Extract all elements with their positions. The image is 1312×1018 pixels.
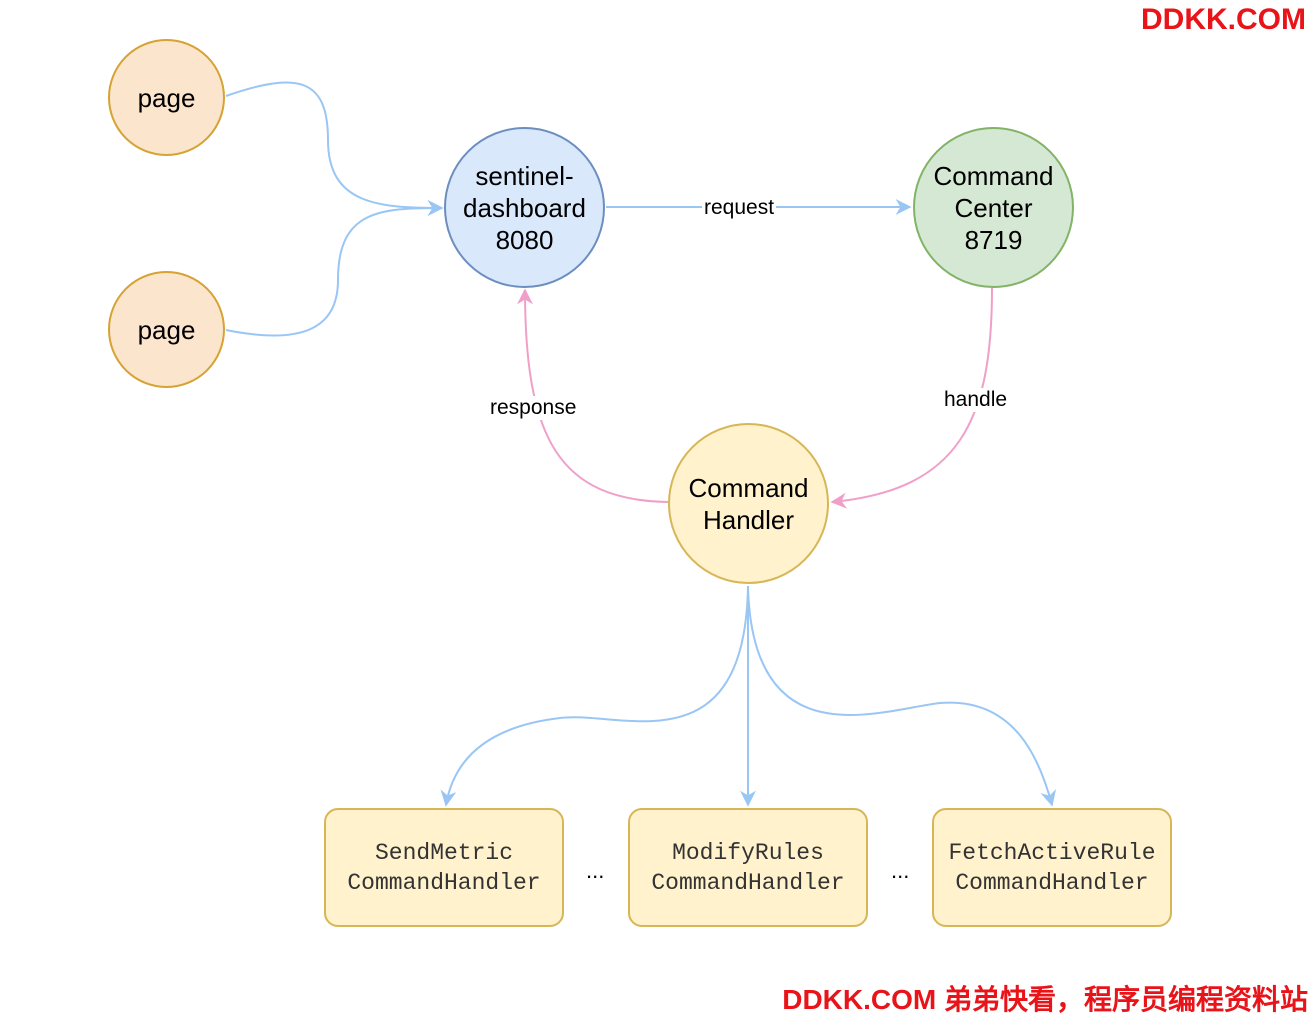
fetch-active-rule-handler-box: FetchActiveRule CommandHandler	[932, 808, 1172, 927]
page-node-bottom-label: page	[137, 314, 196, 345]
dashboard-line-2: dashboard	[463, 192, 586, 223]
command-handler-node: Command Handler	[668, 423, 829, 584]
command-center-line-3: 8719	[964, 224, 1023, 255]
response-label: response	[488, 396, 579, 420]
command-center-node: Command Center 8719	[913, 127, 1074, 288]
sentinel-dashboard-node: sentinel- dashboard 8080	[444, 127, 605, 288]
command-handler-line-1: Command	[688, 472, 809, 503]
edge-handler-to-fetch-active-rule	[747, 585, 1057, 807]
fetch-active-rule-line-2: CommandHandler	[955, 869, 1149, 896]
dashboard-line-3: 8080	[495, 224, 554, 255]
page-node-top-label: page	[137, 82, 196, 113]
dashboard-line-1: sentinel-	[475, 160, 574, 191]
edge-handle	[830, 287, 993, 509]
edge-page-top-to-dashboard	[225, 81, 444, 216]
page-node-bottom: page	[108, 271, 225, 388]
edge-handler-to-send-metric	[440, 585, 749, 807]
page-node-top: page	[108, 39, 225, 156]
modify-rules-line-2: CommandHandler	[651, 869, 845, 896]
edge-page-bottom-to-dashboard	[225, 200, 444, 337]
command-center-line-1: Command	[933, 160, 1054, 191]
modify-rules-handler-box: ModifyRules CommandHandler	[628, 808, 868, 927]
send-metric-handler-box: SendMetric CommandHandler	[324, 808, 564, 927]
edge-response	[517, 288, 669, 503]
ellipsis-left: ...	[586, 858, 605, 883]
command-center-line-2: Center	[954, 192, 1033, 223]
handle-label: handle	[942, 388, 1010, 412]
send-metric-line-2: CommandHandler	[347, 869, 541, 896]
request-label: request	[702, 196, 777, 220]
fetch-active-rule-line-1: FetchActiveRule	[948, 839, 1156, 866]
watermark-bottom: DDKK.COM 弟弟快看，程序员编程资料站	[782, 984, 1308, 1015]
send-metric-line-1: SendMetric	[374, 839, 514, 866]
modify-rules-line-1: ModifyRules	[672, 839, 824, 866]
command-handler-line-2: Handler	[702, 504, 795, 535]
ellipsis-right: ...	[891, 858, 910, 883]
watermark-top: DDKK.COM	[1141, 3, 1306, 36]
